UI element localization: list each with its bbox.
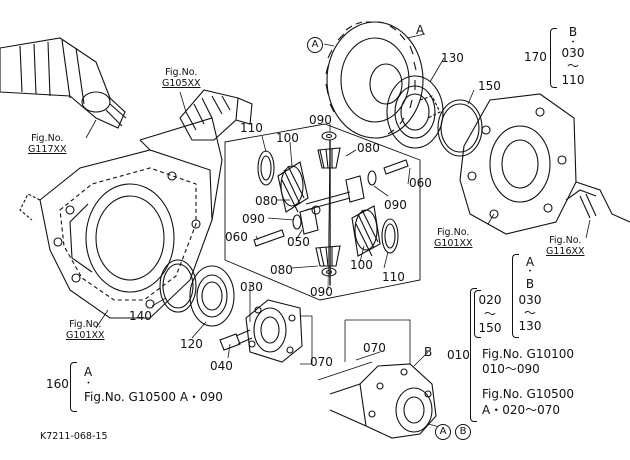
part-label-110: 110 — [240, 121, 263, 135]
leader-lines — [85, 33, 591, 429]
part-label-070: 070 — [310, 355, 333, 369]
note-170-line: ・ — [568, 38, 578, 48]
part-label-140: 140 — [129, 309, 152, 323]
part-label-100: 100 — [276, 131, 299, 145]
note-010-line: Fig.No. G10500 — [482, 387, 575, 401]
note-010-line: 010〜090 — [482, 362, 540, 376]
part-label-060: 060 — [225, 230, 248, 244]
note-ab-line: 〜 — [523, 306, 536, 320]
note-ab-line: 030 — [518, 293, 542, 307]
marker-a-circle: A — [435, 424, 451, 440]
part-label-090: 090 — [242, 212, 265, 226]
part-label-030: 030 — [240, 280, 263, 294]
part-label-080: 080 — [270, 263, 293, 277]
fig-ref-g117: Fig.No. G117XX — [28, 133, 67, 155]
marker-b-letter: B — [424, 345, 433, 359]
bearing-120 — [159, 259, 235, 327]
part-label-040: 040 — [210, 359, 233, 373]
note-170-number: 170 — [524, 50, 547, 64]
note-160-line: Fig.No. G10500 A・090 — [84, 390, 223, 404]
note-ab-line: ・ — [525, 267, 535, 277]
note-170-line: B — [568, 25, 578, 39]
note-ab-brace — [512, 254, 519, 338]
part-label-090: 090 — [310, 285, 333, 299]
note-020-line: 020 — [478, 293, 502, 307]
note-020-brace — [474, 290, 481, 338]
note-010-line: A・020〜070 — [482, 403, 561, 417]
part-label-080: 080 — [357, 141, 380, 155]
note-010-line: Fig.No. G10100 — [482, 347, 575, 361]
part-label-120: 120 — [180, 337, 203, 351]
part-label-100: 100 — [350, 258, 373, 272]
note-170-line: 〜 — [566, 59, 579, 73]
note-170-line: 030 — [561, 46, 585, 60]
note-ab-line: B — [525, 277, 535, 291]
note-160-number: 160 — [46, 377, 69, 391]
bearing-130 — [386, 75, 444, 149]
note-160-line: ・ — [84, 379, 94, 389]
fig-ref-g101: Fig.No. G101XX — [66, 319, 105, 341]
note-020-line: 〜 — [483, 307, 496, 321]
note-170-line: 110 — [561, 73, 585, 87]
marker-a-circle: A — [307, 37, 323, 53]
marker-a-letter: A — [416, 23, 425, 37]
note-020-line: 150 — [478, 321, 502, 335]
marker-b-circle: B — [455, 424, 471, 440]
part-label-110: 110 — [382, 270, 405, 284]
fig-ref-g105: Fig.No. G105XX — [162, 67, 201, 89]
part-label-050: 050 — [287, 235, 310, 249]
shim-ring-150 — [437, 99, 483, 157]
differential-cover — [219, 299, 303, 363]
axle-housing — [459, 93, 630, 235]
ring-gear — [325, 21, 441, 139]
note-010-number: 010 — [447, 348, 470, 362]
note-170-brace — [550, 28, 557, 88]
differential-case — [317, 361, 437, 439]
part-label-090: 090 — [384, 198, 407, 212]
fig-ref-g101: Fig.No. G101XX — [434, 227, 473, 249]
note-ab-line: A — [525, 255, 535, 269]
part-label-060: 060 — [409, 176, 432, 190]
part-label-150: 150 — [478, 79, 501, 93]
part-label-070: 070 — [363, 341, 386, 355]
fig-ref-g116: Fig.No. G116XX — [546, 235, 585, 257]
part-label-130: 130 — [441, 51, 464, 65]
input-shaft — [0, 37, 127, 129]
transmission-housing — [19, 117, 223, 319]
pinion-gear — [179, 89, 253, 141]
note-010-brace — [470, 288, 477, 422]
note-ab-line: 130 — [518, 319, 542, 333]
note-160-brace — [70, 362, 77, 412]
part-label-080: 080 — [255, 194, 278, 208]
diagram-code: K7211-068-15 — [40, 431, 108, 442]
note-160-line: A — [84, 365, 93, 379]
part-label-090: 090 — [309, 113, 332, 127]
